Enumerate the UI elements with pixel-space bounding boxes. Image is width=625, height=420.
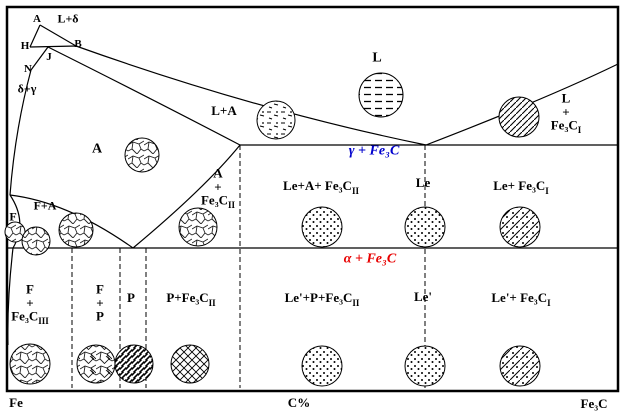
point-label-j: J bbox=[46, 51, 52, 64]
region-label-le2-p-fe3c2: Le'+P+Fe₃CII bbox=[284, 290, 360, 308]
region-label-austenite: A bbox=[91, 141, 103, 157]
region-label-delta-gamma: δ+γ bbox=[17, 81, 37, 96]
microstructure-ferrite-2 bbox=[21, 226, 51, 256]
j-n-line bbox=[30, 46, 49, 71]
delta-solidus-line bbox=[29, 24, 41, 48]
region-label-f-fe3c3: F + Fe₃CIII bbox=[11, 281, 49, 327]
microstructure-a-fe3c2 bbox=[178, 207, 218, 247]
microstructure-f-a bbox=[58, 212, 94, 248]
n-g-line bbox=[9, 69, 32, 196]
microstructure-le-fe3c1 bbox=[499, 206, 541, 248]
microstructure-ledeburite bbox=[404, 206, 446, 248]
region-label-le-a-fe3c2: Le+A+ Fe₃CII bbox=[283, 178, 359, 196]
region-label-a-fe3c2: A + Fe₃CII bbox=[200, 165, 236, 211]
region-label-l-fe3c1: L + Fe₃CI bbox=[550, 90, 582, 136]
microstructure-f-p bbox=[76, 344, 116, 384]
point-label-a: A bbox=[33, 13, 41, 26]
microstructure-le2-fe3c1 bbox=[499, 345, 541, 387]
diagram-border bbox=[5, 5, 620, 393]
region-label-p-fe3c2: P+Fe₃CII bbox=[166, 290, 216, 308]
acm-line bbox=[132, 144, 241, 249]
microstructure-le2 bbox=[404, 345, 446, 387]
microstructure-le2-p-fe3c2 bbox=[301, 345, 343, 387]
microstructure-l-fe3c1 bbox=[498, 96, 540, 138]
peritectic-line bbox=[29, 45, 77, 48]
region-label-l-delta: L+δ bbox=[57, 11, 79, 26]
microstructure-le-a-fe3c2 bbox=[301, 206, 343, 248]
austenite-solidus-line bbox=[47, 46, 241, 146]
region-label-le: Le bbox=[415, 175, 431, 191]
axis-label-fe3c: Fe₃C bbox=[580, 396, 608, 412]
point-label-h: H bbox=[20, 40, 30, 53]
region-label-l-a: L+A bbox=[211, 103, 237, 119]
point-label-n: N bbox=[24, 63, 32, 76]
liquidus-left-line bbox=[39, 24, 427, 146]
region-label-ferrite: F bbox=[9, 209, 17, 224]
microstructure-liquid bbox=[358, 72, 404, 118]
microstructure-austenite bbox=[124, 137, 160, 173]
region-label-alpha-fe3c: α + Fe₃C bbox=[343, 251, 397, 267]
region-label-le2: Le' bbox=[413, 289, 433, 305]
microstructure-f-fe3c3 bbox=[9, 343, 51, 385]
region-label-le2-fe3c1: Le'+ Fe₃CI bbox=[491, 290, 551, 308]
axis-label-carbon-percent: C% bbox=[287, 395, 311, 411]
region-label-gamma-fe3c: γ + Fe₃C bbox=[348, 143, 400, 159]
region-label-pearlite: P bbox=[127, 290, 135, 306]
region-label-liquid: L bbox=[372, 50, 382, 66]
ferrite-solvus-line bbox=[7, 247, 14, 346]
ferrite-boundary-line bbox=[9, 194, 21, 249]
region-label-f-a: F+A bbox=[33, 198, 57, 213]
microstructure-pearlite bbox=[114, 344, 154, 384]
region-label-le-fe3c1: Le+ Fe₃CI bbox=[493, 178, 549, 196]
a3-line bbox=[9, 194, 134, 249]
region-label-f-p: F + P bbox=[96, 281, 104, 324]
axis-label-fe: Fe bbox=[9, 395, 23, 411]
point-label-b: B bbox=[74, 38, 82, 51]
microstructure-p-fe3c2 bbox=[170, 344, 210, 384]
microstructure-l-a bbox=[256, 100, 296, 140]
liquidus-right-line bbox=[425, 63, 619, 146]
